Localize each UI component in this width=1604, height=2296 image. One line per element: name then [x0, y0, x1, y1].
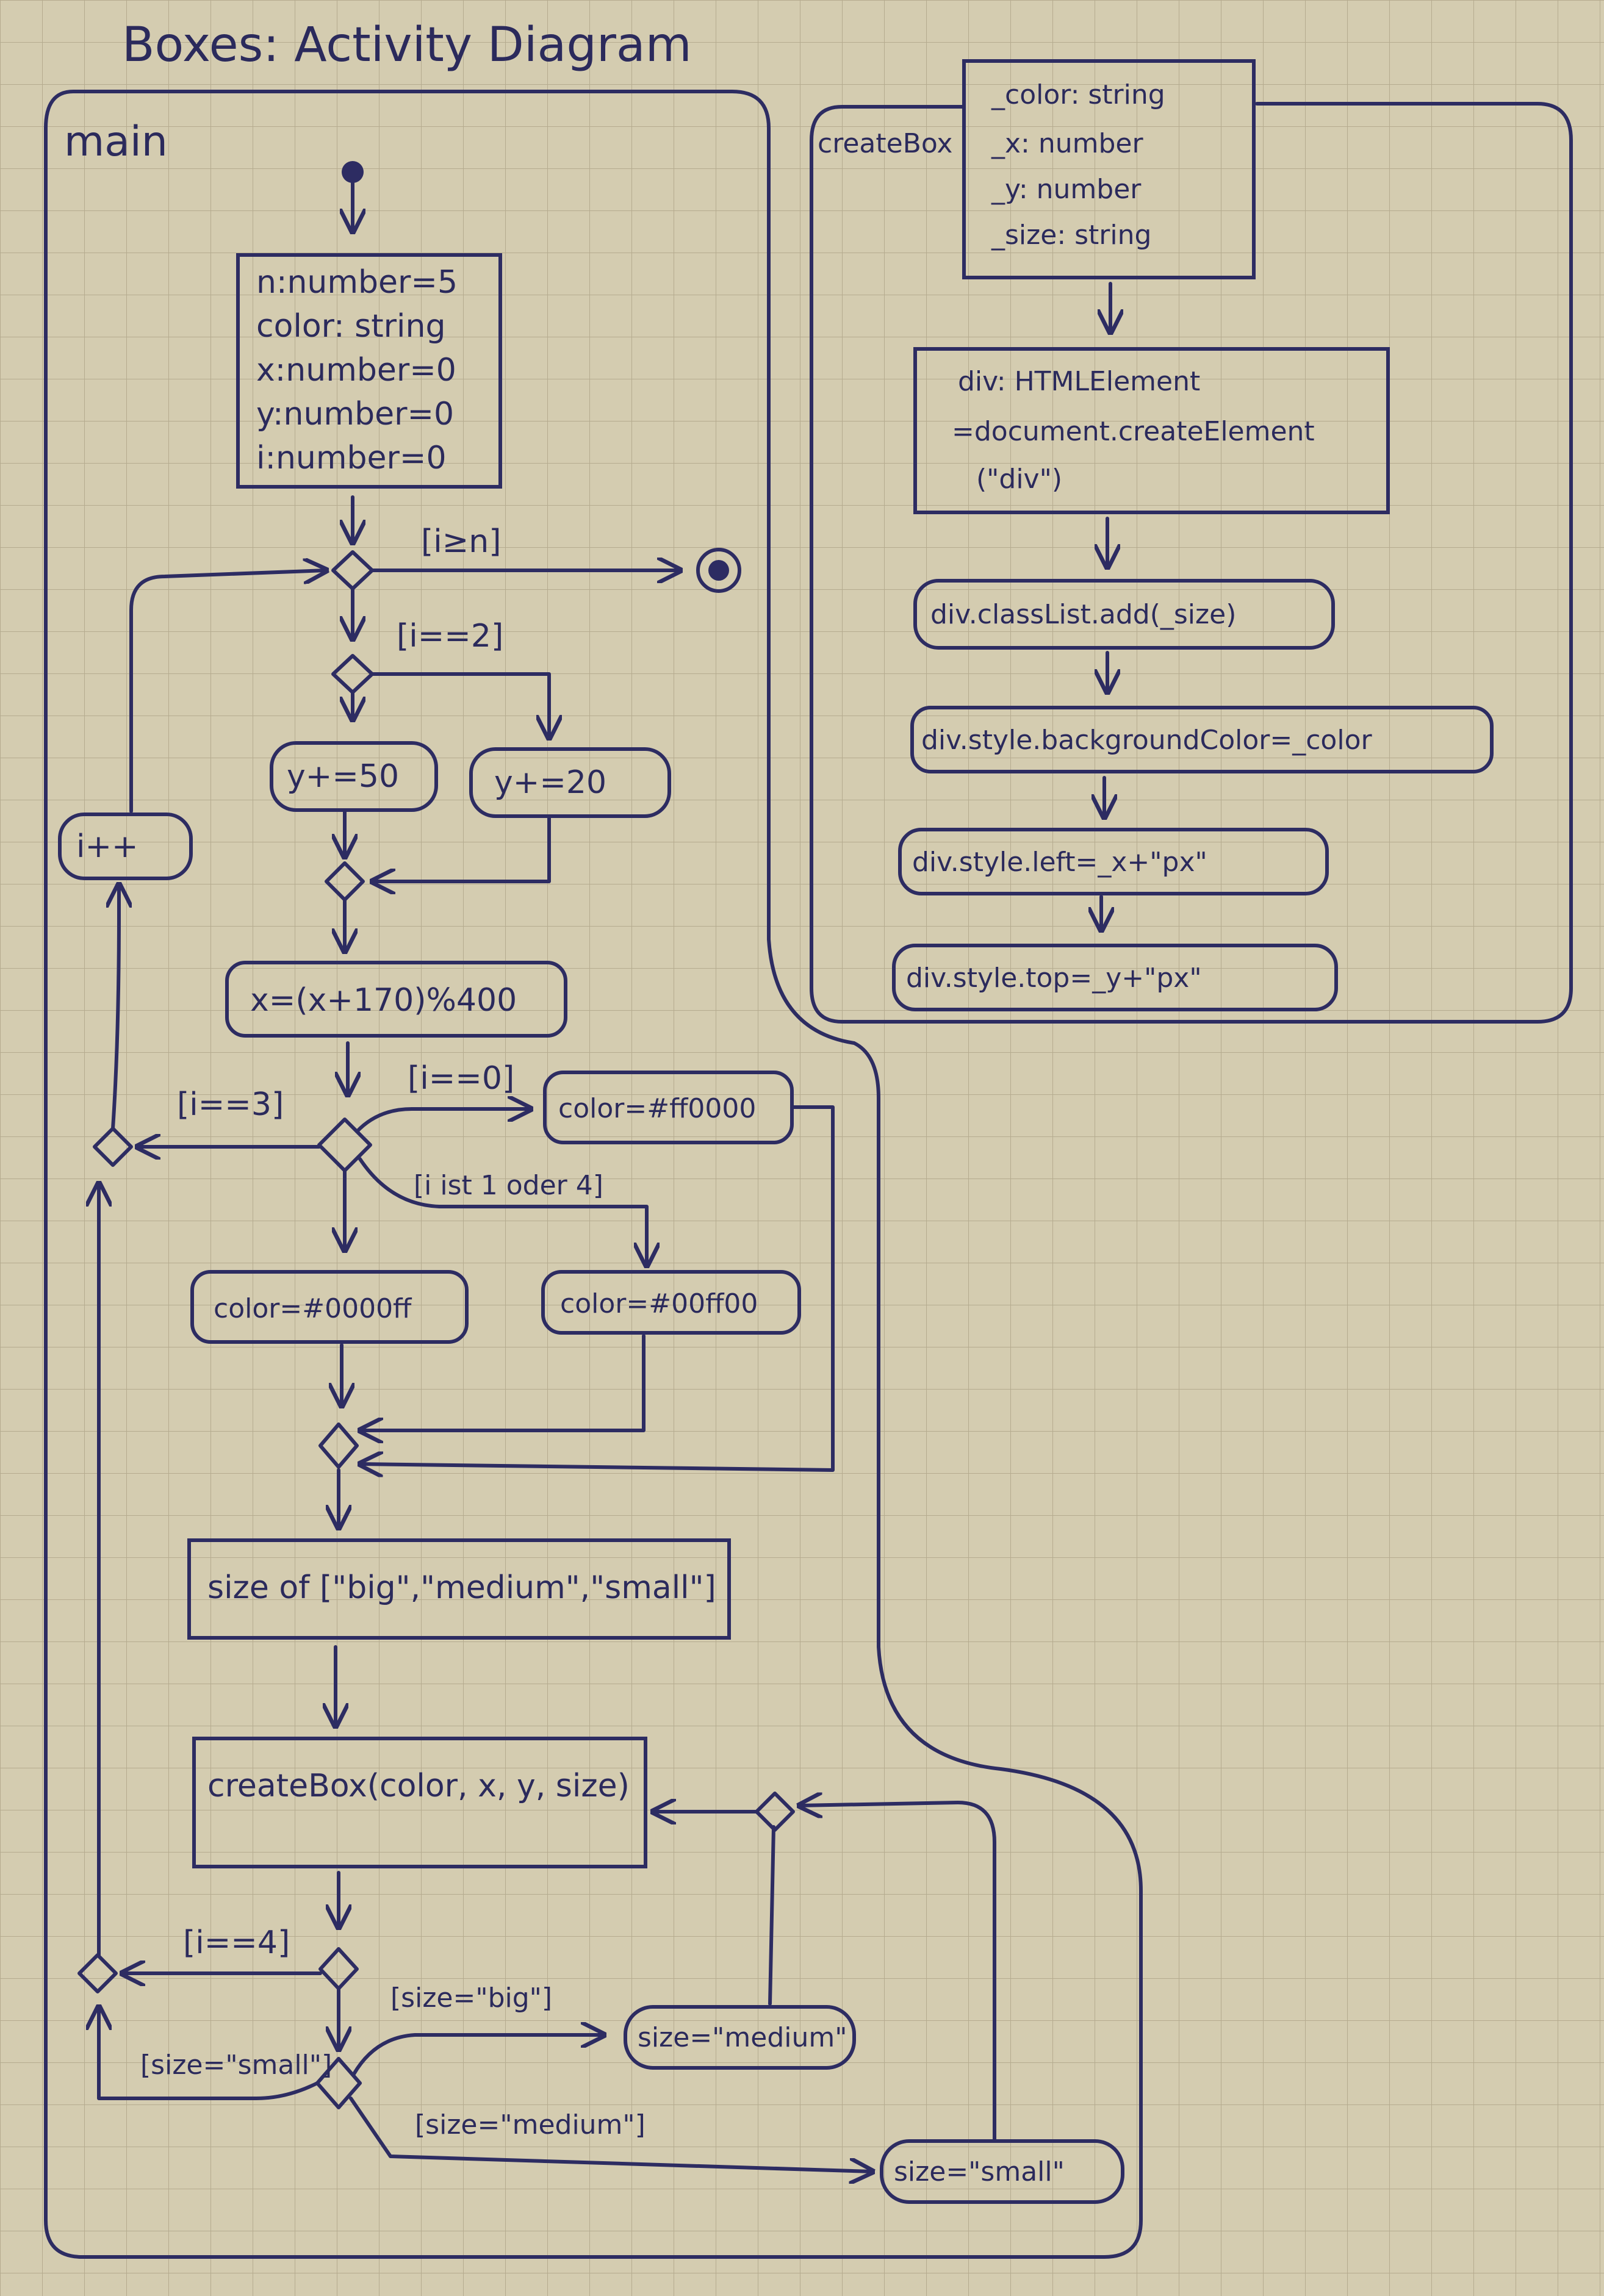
main-frame — [44, 90, 1143, 2259]
call-label: createBox(color, x, y, size) — [207, 1768, 630, 1804]
sizeof-label: size of ["big","medium","small"] — [207, 1570, 716, 1606]
flow-to-y20 — [370, 672, 549, 738]
flow-to-green — [358, 1157, 647, 1266]
flow-to-increment — [113, 884, 119, 1130]
xcalc-action — [225, 961, 567, 1038]
left-label: div.style.left=_x+"px" — [912, 847, 1207, 878]
guard-i2-label: [i==2] — [397, 618, 503, 655]
left-action — [898, 828, 1329, 895]
params-box — [962, 59, 1256, 279]
flow-small-to-merge — [99, 2007, 319, 2100]
y20-label: y+=20 — [494, 764, 606, 801]
y50-label: y+=50 — [287, 758, 399, 795]
div-line3: ("div") — [976, 464, 1062, 495]
main-frame-label: main — [64, 118, 168, 166]
createbox-frame-label: createBox — [818, 128, 952, 159]
guard-i0-label: [i==0] — [408, 1060, 514, 1097]
merge-left-lower — [77, 1953, 118, 1993]
var-n: n:number=5 — [256, 264, 458, 301]
sizeof-box — [187, 1538, 731, 1640]
guard-i14-label: [i ist 1 oder 4] — [414, 1170, 603, 1201]
createbox-call-box — [192, 1737, 647, 1868]
param-color: _color: string — [991, 79, 1165, 110]
top-label: div.style.top=_y+"px" — [906, 963, 1202, 994]
flow-y20-merge — [372, 816, 551, 881]
param-y: _y: number — [991, 174, 1142, 205]
flow-green-merge — [360, 1334, 646, 1430]
y20-action — [469, 747, 671, 818]
guard-big-label: [size="big"] — [390, 1982, 552, 2014]
div-line2: =document.createElement — [952, 416, 1315, 447]
bgcolor-label: div.style.backgroundColor=_color — [921, 725, 1373, 756]
flow-increment-to-loop — [129, 570, 326, 813]
bgcolor-action — [910, 706, 1494, 773]
increment-action — [58, 813, 193, 880]
var-x: x:number=0 — [256, 352, 456, 389]
var-y: y:number=0 — [256, 396, 454, 432]
flow-red-merge — [360, 1105, 835, 1470]
final-node-dot — [708, 560, 729, 581]
merge-left-upper — [93, 1127, 133, 1167]
final-node-ring — [696, 548, 741, 593]
initial-node — [342, 161, 364, 183]
size-medium-label: size="medium" — [638, 2022, 847, 2053]
increment-label: i++ — [76, 828, 138, 865]
diagram-title: Boxes: Activity Diagram — [122, 18, 692, 73]
guard-i4-label: [i==4] — [183, 1925, 290, 1961]
flow-to-red — [355, 1109, 531, 1133]
classlist-action — [913, 579, 1335, 650]
merge-color — [318, 1422, 359, 1469]
blue-label: color=#0000ff — [214, 1293, 412, 1324]
div-create-box — [913, 347, 1390, 514]
param-x: _x: number — [991, 128, 1143, 159]
variables-box — [236, 253, 502, 489]
xcalc-label: x=(x+170)%400 — [250, 982, 517, 1019]
size-small-action — [880, 2139, 1124, 2204]
guard-end-label: [i≥n] — [421, 523, 502, 560]
size-small-label: size="small" — [894, 2156, 1065, 2187]
param-size: _size: string — [991, 220, 1151, 251]
guard-medium-label: [size="medium"] — [415, 2109, 646, 2140]
flow-to-size-medium — [352, 2035, 604, 2076]
green-action — [541, 1270, 801, 1335]
merge-size — [755, 1792, 795, 1832]
top-action — [892, 944, 1338, 1011]
green-label: color=#00ff00 — [560, 1288, 758, 1319]
red-label: color=#ff0000 — [558, 1093, 756, 1124]
var-color: color: string — [256, 308, 445, 345]
flow-to-size-small — [349, 2097, 872, 2172]
div-line1: div: HTMLElement — [958, 366, 1200, 397]
var-i: i:number=0 — [256, 440, 447, 476]
flow-medium-up — [768, 1825, 775, 2006]
classlist-label: div.classList.add(_size) — [930, 599, 1236, 630]
guard-small-label: [size="small"] — [140, 2050, 332, 2081]
blue-action — [190, 1270, 469, 1344]
flow-small-up — [799, 1803, 996, 2143]
size-medium-action — [624, 2005, 856, 2070]
y50-action — [270, 741, 438, 812]
guard-i3-label: [i==3] — [177, 1086, 284, 1123]
createbox-frame — [810, 102, 1573, 1024]
